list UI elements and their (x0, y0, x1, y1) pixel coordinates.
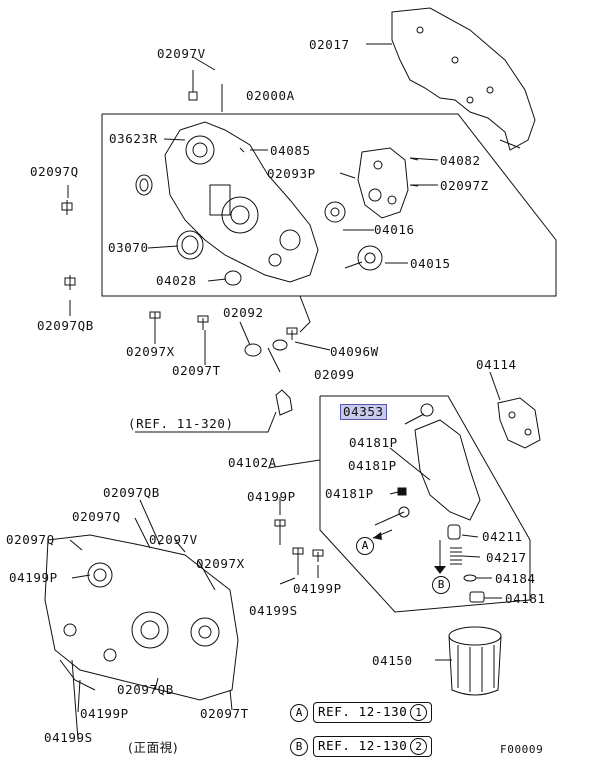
pump-cover (357, 147, 409, 219)
label-04211: 04211 (482, 529, 523, 544)
label-04217: 04217 (486, 550, 527, 565)
label-02093P: 02093P (267, 166, 316, 181)
label-02097X-bot: 02097X (196, 556, 245, 571)
label-02097T-mid: 02097T (172, 363, 221, 378)
label-04028: 04028 (156, 273, 197, 288)
label-04353-highlighted[interactable]: 04353 (340, 404, 387, 420)
label-02017: 02017 (309, 37, 350, 52)
label-03623R: 03623R (109, 131, 158, 146)
label-02097QB-bot: 02097QB (103, 485, 160, 500)
label-03070: 03070 (108, 240, 149, 255)
oil-pump-case-box (101, 113, 557, 297)
label-04096W: 04096W (330, 344, 379, 359)
label-04181P-b: 04181P (348, 458, 397, 473)
label-02097QB-left: 02097QB (37, 318, 94, 333)
label-04181P-a: 04181P (349, 435, 398, 450)
label-04082: 04082 (440, 153, 481, 168)
ref-text-B: REF. 12-130 (318, 738, 408, 753)
label-04199P-r1: 04199P (247, 489, 296, 504)
label-04114: 04114 (476, 357, 517, 372)
pressure-switch (275, 389, 293, 416)
gasket-outline (391, 7, 536, 151)
label-02097V-top: 02097V (157, 46, 206, 61)
label-04199P-l: 04199P (9, 570, 58, 585)
label-04199S-bot: 04199S (44, 730, 93, 745)
label-04199S-r: 04199S (249, 603, 298, 618)
label-04085: 04085 (270, 143, 311, 158)
label-04181P-c: 04181P (325, 486, 374, 501)
ref-num-B: 2 (410, 738, 428, 755)
ref-num-A: 1 (410, 704, 428, 721)
label-02097Q-left: 02097Q (30, 164, 79, 179)
label-04184: 04184 (495, 571, 536, 586)
label-02097Z: 02097Z (440, 178, 489, 193)
label-02092: 02092 (223, 305, 264, 320)
front-view-caption: (正面視) (128, 740, 179, 755)
oil-pump-subassy-box (319, 395, 531, 613)
front-case (164, 121, 319, 283)
front-view-case (44, 534, 239, 701)
label-02000A: 02000A (246, 88, 295, 103)
label-02097X-mid: 02097X (126, 344, 175, 359)
bubble-B: B (432, 576, 450, 594)
label-02097Q-bot2: 02097Q (6, 532, 55, 547)
label-02097V-bot: 02097V (149, 532, 198, 547)
ref-text-A: REF. 12-130 (318, 704, 408, 719)
label-04199P-bot: 04199P (80, 706, 129, 721)
label-04016: 04016 (374, 222, 415, 237)
label-04150: 04150 (372, 653, 413, 668)
label-02097T-bot: 02097T (200, 706, 249, 721)
label-04015: 04015 (410, 256, 451, 271)
ref-bubble-A: A (290, 704, 308, 722)
bubble-A: A (356, 537, 374, 555)
ref-bubble-B: B (290, 738, 308, 756)
label-04181: 04181 (505, 591, 546, 606)
label-02097QB-bot2: 02097QB (117, 682, 174, 697)
label-02099: 02099 (314, 367, 355, 382)
label-02097Q-bot1: 02097Q (72, 509, 121, 524)
label-04102A: 04102A (228, 455, 277, 470)
figure-code: F00009 (500, 743, 544, 756)
label-04199P-r2: 04199P (293, 581, 342, 596)
ref-note-11-320: (REF. 11-320) (128, 416, 234, 431)
pump-body (414, 419, 481, 521)
